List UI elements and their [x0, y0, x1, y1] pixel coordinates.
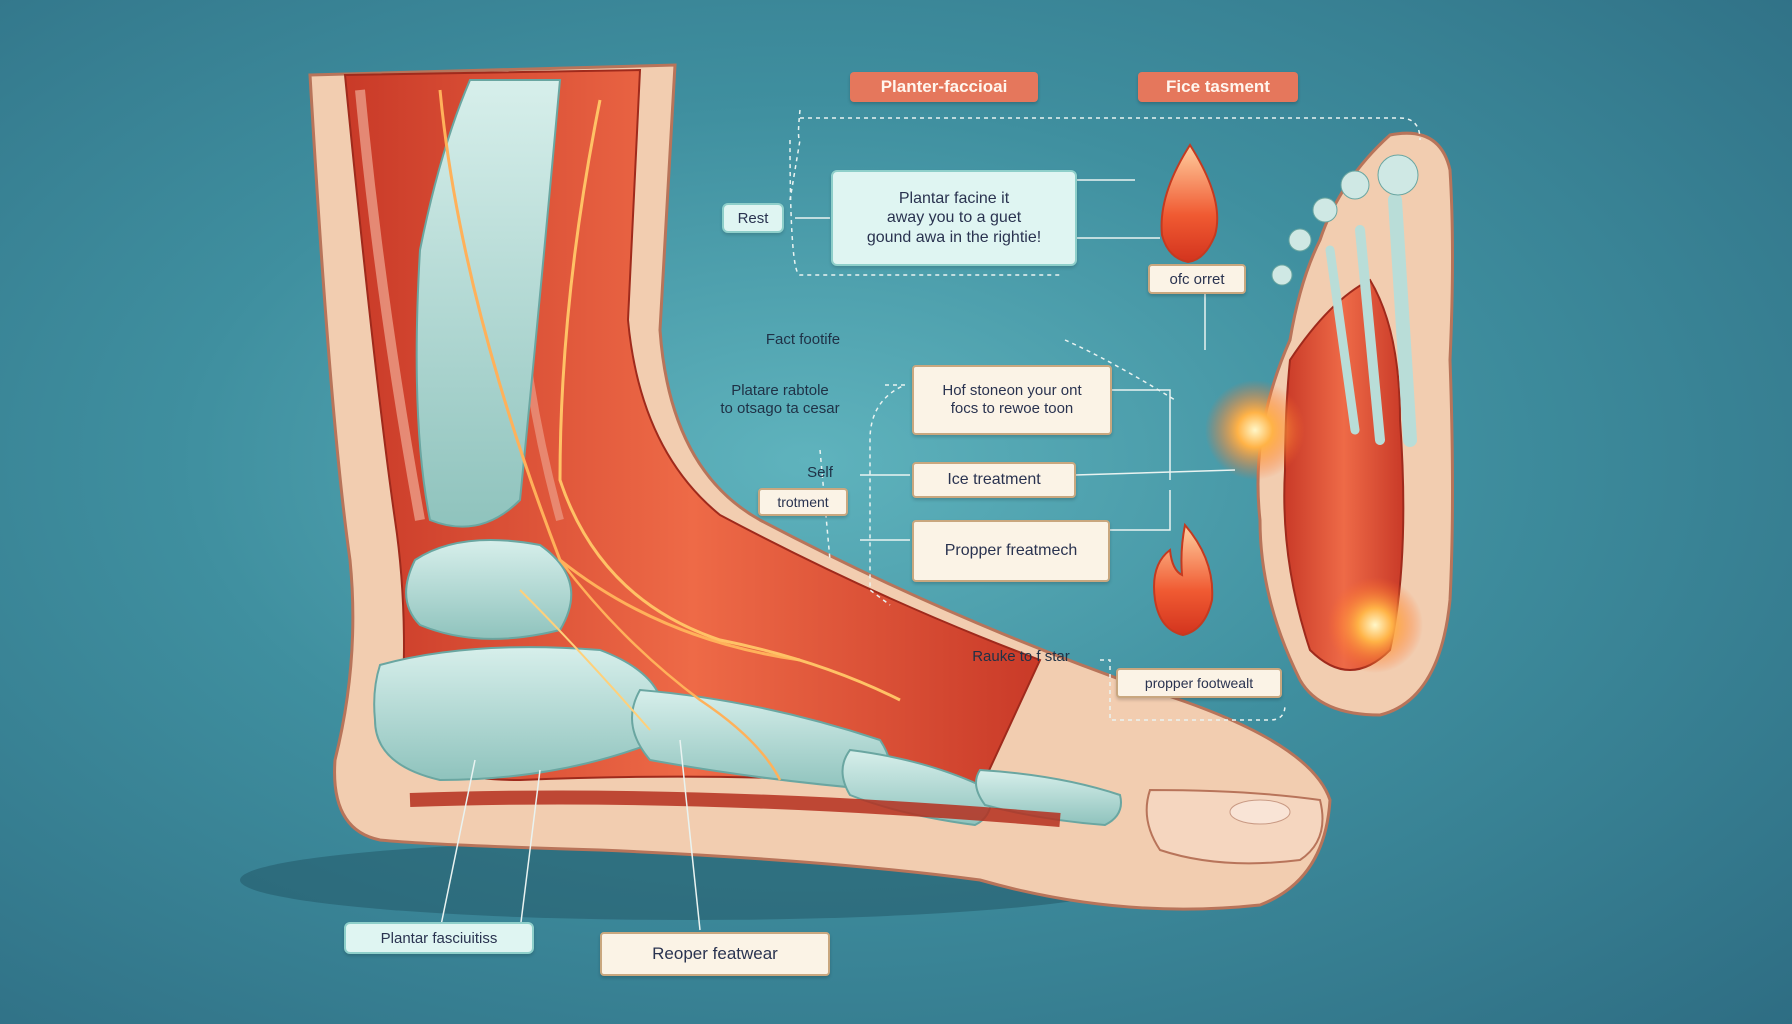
platare-line-1: Platare rabtole [731, 382, 829, 399]
flame-icon [1160, 143, 1219, 264]
plantar-bottom-label: Plantar fasciuitiss [344, 922, 534, 954]
ofc-orret-label: ofc orret [1148, 264, 1246, 294]
trotment-label: trotment [758, 488, 848, 516]
propper-footwealt-label: propper footwealt [1116, 668, 1282, 698]
toe-5 [1271, 264, 1293, 286]
heel-pain-glow [1327, 577, 1423, 673]
achilles-tendon [355, 89, 425, 521]
top-tag-fice: Fice tasment [1138, 72, 1298, 102]
toe-1 [1377, 154, 1419, 196]
self-label: Self [807, 463, 833, 481]
ice-treatment-label: Ice treatment [912, 462, 1076, 498]
propper-freatmech-label: Propper freatmech [912, 520, 1110, 582]
plantar-fascia [409, 790, 1061, 827]
fire-icon [1153, 522, 1214, 637]
main-callout-line-3: gound awa in the rightie! [866, 228, 1042, 246]
toe-4 [1288, 228, 1312, 252]
platare-label: Platare rabtole to otsago ta cesar [700, 376, 860, 424]
top-tag-plantar: Planter-faccioai [850, 72, 1038, 102]
raute-label: Rauke to f star [972, 647, 1070, 665]
hof-line-2: focs to rewoe toon [950, 400, 1074, 417]
hof-line-1: Hof stoneon your ont [942, 382, 1082, 399]
fact-foot-label: Fact footife [765, 330, 841, 348]
toe-3 [1312, 197, 1338, 223]
nerve-1 [438, 89, 801, 662]
connector-lines [439, 109, 1421, 931]
nerve-2 [558, 99, 901, 702]
arch-pain-glow [1205, 380, 1305, 480]
side-foot [308, 63, 1332, 911]
calcaneus-bone [373, 646, 665, 782]
talus-bone [405, 539, 573, 640]
reoper-footwear-label: Reoper featwear [600, 932, 830, 976]
platare-line-2: to otsago ta cesar [720, 400, 840, 417]
sole-foot [1205, 131, 1454, 717]
big-toe [1145, 788, 1324, 865]
nerve-3 [559, 559, 782, 781]
main-callout-line-2: away you to a guet [886, 209, 1022, 227]
rest-label: Rest [722, 203, 784, 233]
toenail [1229, 799, 1291, 825]
toe-2 [1340, 170, 1370, 200]
main-callout: Plantar facine it away you to a guet gou… [831, 170, 1077, 266]
sole-metatarsal-2 [1355, 225, 1385, 445]
nerve-4 [519, 589, 651, 731]
hof-callout: Hof stoneon your ont focs to rewoe toon [912, 365, 1112, 435]
sole-metatarsal-3 [1325, 245, 1360, 435]
main-callout-line-1: Plantar facine it [898, 190, 1010, 208]
sole-metatarsal-1 [1388, 193, 1417, 447]
